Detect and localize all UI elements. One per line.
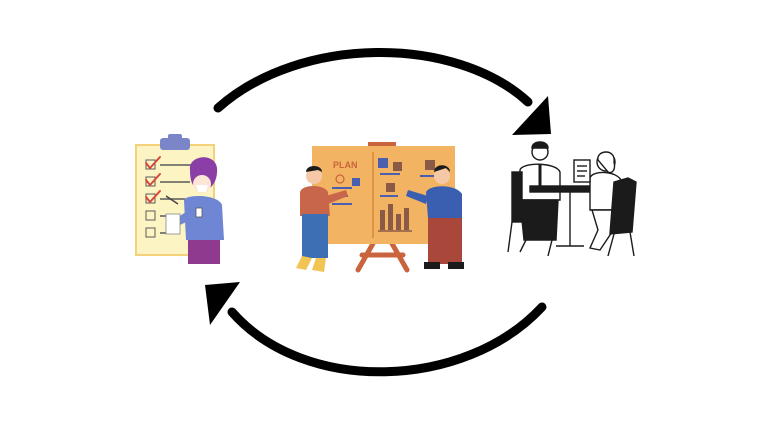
arrow-top xyxy=(213,48,551,135)
planning-board-team-icon: PLAN xyxy=(296,142,464,273)
arrow-bottom xyxy=(205,282,547,377)
checklist-person-icon xyxy=(135,134,224,264)
board-label: PLAN xyxy=(333,160,358,170)
business-meeting-icon xyxy=(507,141,637,257)
